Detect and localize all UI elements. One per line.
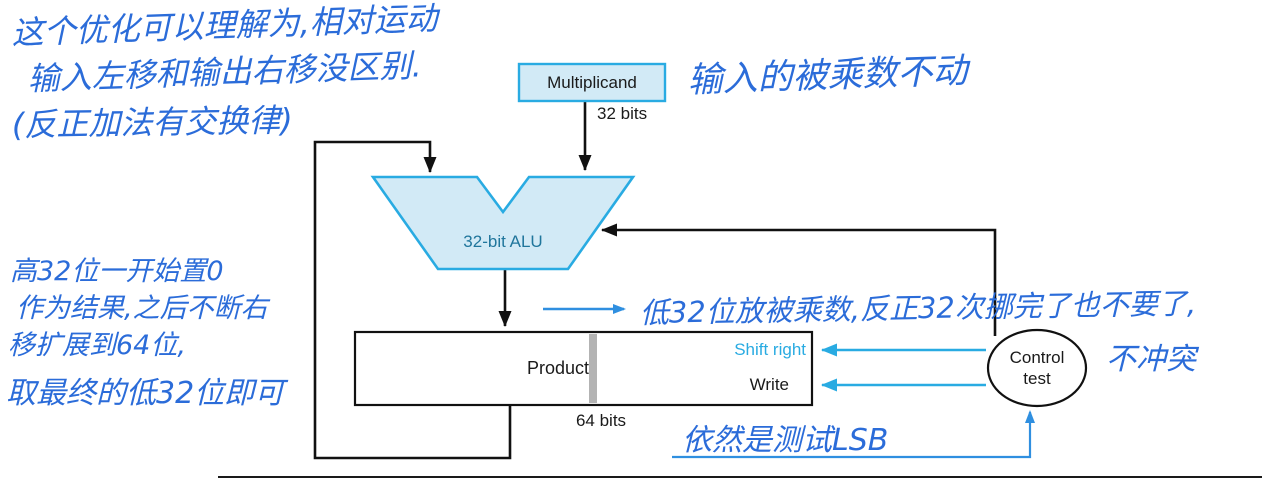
annotation-multiplicand-note: 输入的被乘数不动: [687, 51, 972, 101]
product-left-feedback-loop: [313, 140, 512, 460]
annotation-top-left-line2: 输入左移和输出右移没区别.: [27, 46, 422, 98]
annotation-low-bits-line1: 低32位放被乘数,反正32次挪完了也不要了,: [640, 286, 1197, 330]
product-bits-label: 64 bits: [576, 411, 626, 430]
alu-right-input-feedback-line: [601, 223, 997, 336]
annotation-left-note-line3: 移扩展到64位,: [8, 330, 186, 361]
shift-right-label: Shift right: [734, 340, 806, 359]
annotation-low-bits-line2: 不冲突: [1106, 342, 1200, 377]
control-test-ellipse: [986, 328, 1088, 408]
multiplicand-bits-label: 32 bits: [597, 104, 647, 123]
control-test-label-line1: Control: [1010, 348, 1065, 367]
annotation-top-left-line1: 这个优化可以理解为,相对运动: [11, 0, 442, 52]
product-half-divider: [589, 334, 597, 403]
write-label: Write: [750, 375, 789, 394]
alu-shape: [370, 175, 636, 271]
alu-label: 32-bit ALU: [463, 232, 542, 251]
annotation-top-left-line3: (反正加法有交换律): [11, 101, 293, 144]
control-test-label-line2: test: [1023, 369, 1051, 388]
multiplicand-box: [517, 62, 667, 103]
multiplicand-label: Multiplicand: [547, 73, 637, 92]
annotation-left-note-line4: 取最终的低32位即可: [6, 376, 289, 411]
annotation-left-note-line2: 作为结果,之后不断右: [16, 293, 271, 324]
product-register: [353, 330, 814, 407]
product-label: Product: [527, 358, 589, 378]
annotation-left-note-line1: 高32位一开始置0: [10, 256, 224, 287]
lsb-annotation-arrow: [672, 410, 1035, 459]
annotation-lsb-note: 依然是测试LSB: [682, 423, 888, 458]
